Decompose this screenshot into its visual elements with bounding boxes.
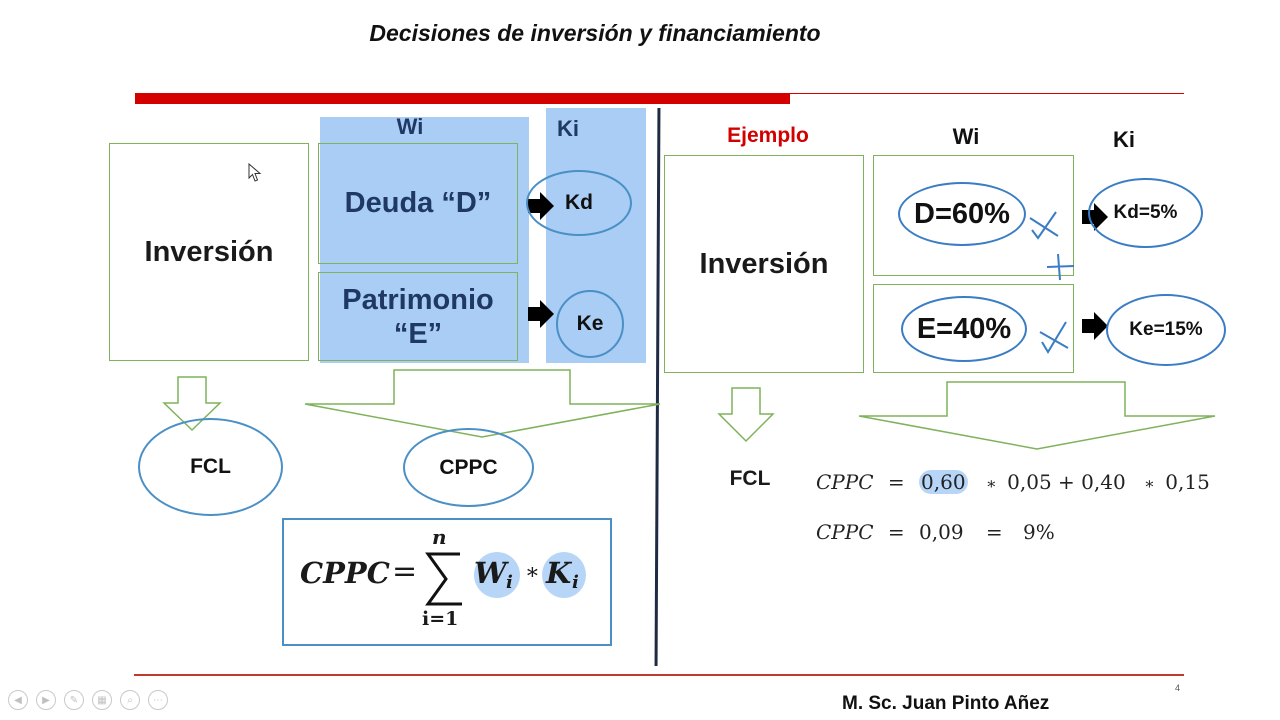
- eq1-weight-e: 0,40: [1081, 470, 1126, 494]
- eq1-lhs: CPPC: [816, 470, 874, 494]
- right-fcl-down-arrow-icon: [717, 387, 775, 443]
- deuda-label: Deuda “D”: [344, 187, 492, 219]
- right-inversion-label: Inversión: [699, 247, 829, 280]
- ke-label: Ke: [576, 312, 604, 335]
- ke-rate-label: Ke=15%: [1129, 319, 1203, 340]
- left-inversion-box: Inversión: [109, 143, 309, 361]
- fcl-down-arrow-icon: [162, 376, 222, 432]
- kd-rate-ellipse: Kd=5%: [1088, 178, 1203, 248]
- left-wi-header: Wi: [396, 114, 424, 139]
- formula-equals: =: [392, 554, 418, 589]
- page-number: 4: [1175, 683, 1181, 693]
- plus-mark-icon: [1046, 253, 1075, 281]
- footer-red-line: [134, 674, 1184, 676]
- patrimonio-arrow-icon: [528, 300, 554, 328]
- sigma-symbol-icon: [425, 552, 462, 606]
- ke-ellipse: Ke: [556, 290, 624, 358]
- formula-k: K: [546, 556, 572, 590]
- ki-highlight-mark: [542, 552, 586, 598]
- e-share-label: E=40%: [916, 312, 1012, 345]
- formula-lhs: CPPC: [300, 556, 390, 590]
- eq1-plus: +: [1058, 470, 1075, 494]
- slide-title: Decisiones de inversión y financiamiento: [369, 20, 821, 46]
- presentation-toolbar: ◀ ▶ ✎ ▦ ⌕ ⋯: [8, 690, 168, 710]
- kd-label: Kd: [565, 191, 593, 214]
- right-inversion-box: Inversión: [664, 155, 864, 373]
- patrimonio-e-label: “E”: [393, 317, 443, 350]
- title-red-line: [790, 93, 1184, 94]
- eq1-rate-e: 0,15: [1165, 470, 1210, 494]
- sum-lower-limit: i=1: [422, 608, 459, 630]
- formula-w: W: [474, 556, 507, 590]
- eq2-lhs: CPPC: [816, 520, 874, 544]
- eq1-weight-d: 0,60: [919, 470, 968, 494]
- eq2-equals: =: [887, 520, 905, 544]
- deuda-box: Deuda “D”: [318, 143, 518, 264]
- d-share-label: D=60%: [914, 197, 1010, 230]
- equation-line-2: CPPC = 0,09 = 9%: [816, 520, 1055, 544]
- formula-w-subscript: i: [506, 572, 513, 593]
- right-wi-header: Wi: [952, 124, 980, 149]
- equation-line-1: CPPC = 0,60 ∗ 0,05 + 0,40 ∗ 0,15: [816, 470, 1210, 494]
- more-icon[interactable]: ⋯: [148, 690, 168, 710]
- eq1-equals: =: [887, 470, 905, 494]
- patrimonio-label: Patrimonio: [342, 283, 494, 316]
- left-cppc-label: CPPC: [439, 455, 498, 479]
- kd-rate-label: Kd=5%: [1113, 202, 1178, 223]
- check-mark-2-icon: [1039, 321, 1069, 354]
- formula-k-subscript: i: [572, 572, 579, 593]
- left-ki-header: Ki: [557, 116, 579, 141]
- author-label: M. Sc. Juan Pinto Añez: [842, 693, 1050, 714]
- prev-icon[interactable]: ◀: [8, 690, 28, 710]
- eq1-times-1: ∗: [985, 474, 997, 493]
- e-share-ellipse: E=40%: [901, 296, 1027, 362]
- left-cppc-ellipse: CPPC: [403, 428, 534, 507]
- left-fcl-ellipse: FCL: [138, 418, 283, 516]
- sum-upper-limit: n: [432, 525, 447, 549]
- ke-arrow-icon: [1082, 312, 1108, 340]
- eq2-value: 0,09: [919, 520, 964, 544]
- right-fcl-label: FCL: [729, 467, 771, 490]
- eq1-rate-d: 0,05: [1007, 470, 1052, 494]
- right-ki-header: Ki: [1113, 127, 1135, 152]
- right-cppc-down-arrow-icon: [858, 381, 1216, 450]
- wacc-formula-box: CPPC = n i=1 W i ∗ K i: [282, 518, 612, 646]
- eq2-percent: 9%: [1023, 520, 1055, 544]
- slides-icon[interactable]: ▦: [92, 690, 112, 710]
- formula-times: ∗: [525, 560, 540, 585]
- wi-highlight-column: [320, 117, 529, 363]
- kd-ellipse: Kd: [526, 170, 632, 236]
- wi-highlight-mark: [474, 552, 520, 598]
- eq2-equals-2: =: [985, 520, 1003, 544]
- ejemplo-label: Ejemplo: [727, 124, 809, 147]
- pen-icon[interactable]: ✎: [64, 690, 84, 710]
- left-fcl-label: FCL: [190, 455, 231, 478]
- mouse-cursor-icon: [248, 163, 262, 182]
- zoom-icon[interactable]: ⌕: [120, 690, 140, 710]
- check-mark-1-icon: [1029, 211, 1059, 240]
- title-red-bar: [135, 93, 790, 104]
- patrimonio-box: Patrimonio “E”: [318, 272, 518, 361]
- d-share-ellipse: D=60%: [898, 182, 1026, 246]
- cppc-down-arrow-icon: [304, 369, 661, 438]
- eq1-times-2: ∗: [1144, 474, 1155, 493]
- next-icon[interactable]: ▶: [36, 690, 56, 710]
- ke-rate-ellipse: Ke=15%: [1106, 294, 1226, 366]
- left-inversion-label: Inversión: [144, 235, 274, 268]
